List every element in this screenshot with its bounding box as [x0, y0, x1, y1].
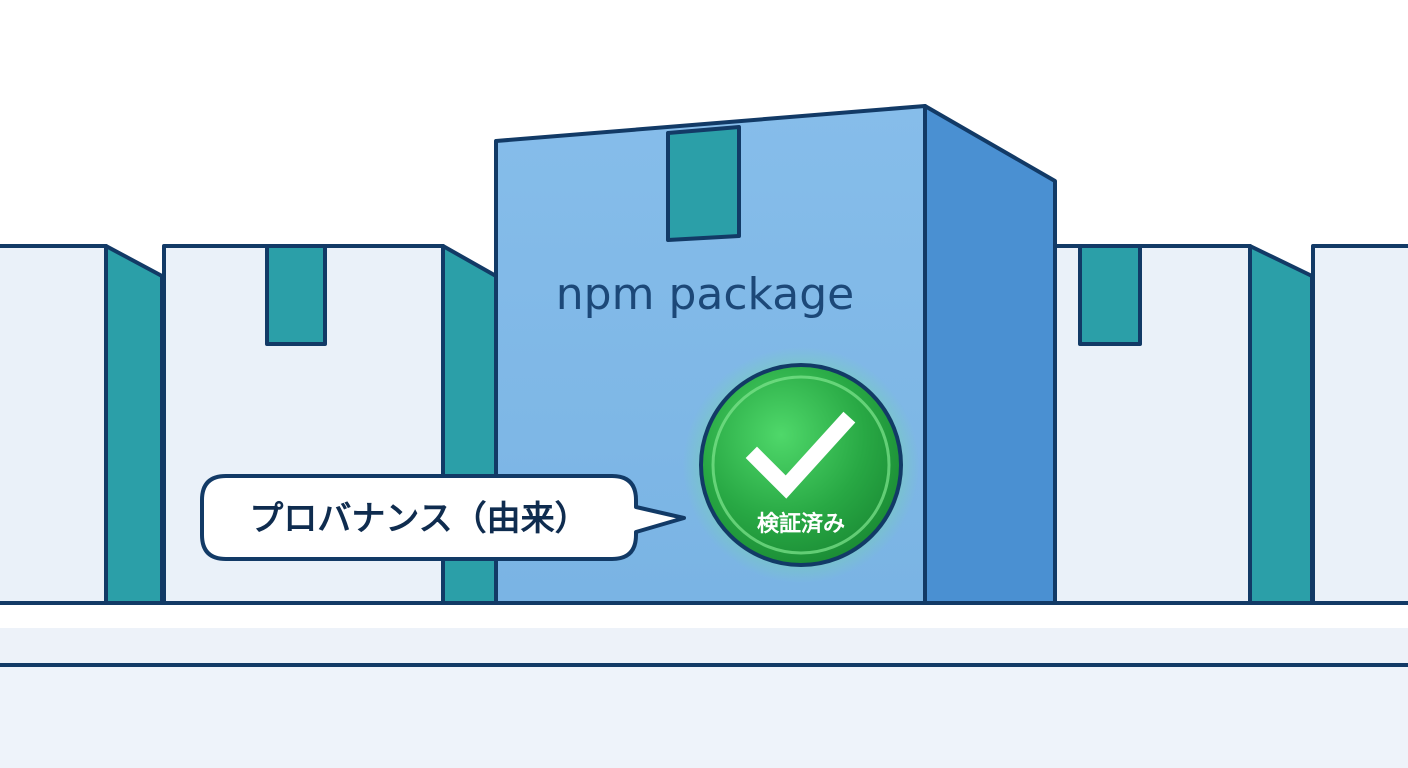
- tape-strip: [265, 244, 327, 346]
- callout-label: プロバナンス（由来）: [249, 499, 588, 539]
- badge-label: 検証済み: [757, 511, 845, 537]
- box-far-right: [1311, 244, 1408, 605]
- provenance-callout: プロバナンス（由来）: [200, 474, 686, 561]
- box-far-left: [0, 244, 164, 605]
- check-icon: [745, 411, 856, 499]
- tape-strip: [1078, 244, 1142, 346]
- verified-badge: 検証済み: [683, 347, 919, 583]
- package-label: npm package: [556, 269, 854, 320]
- floor: [0, 600, 1408, 768]
- tape-strip: [666, 125, 741, 242]
